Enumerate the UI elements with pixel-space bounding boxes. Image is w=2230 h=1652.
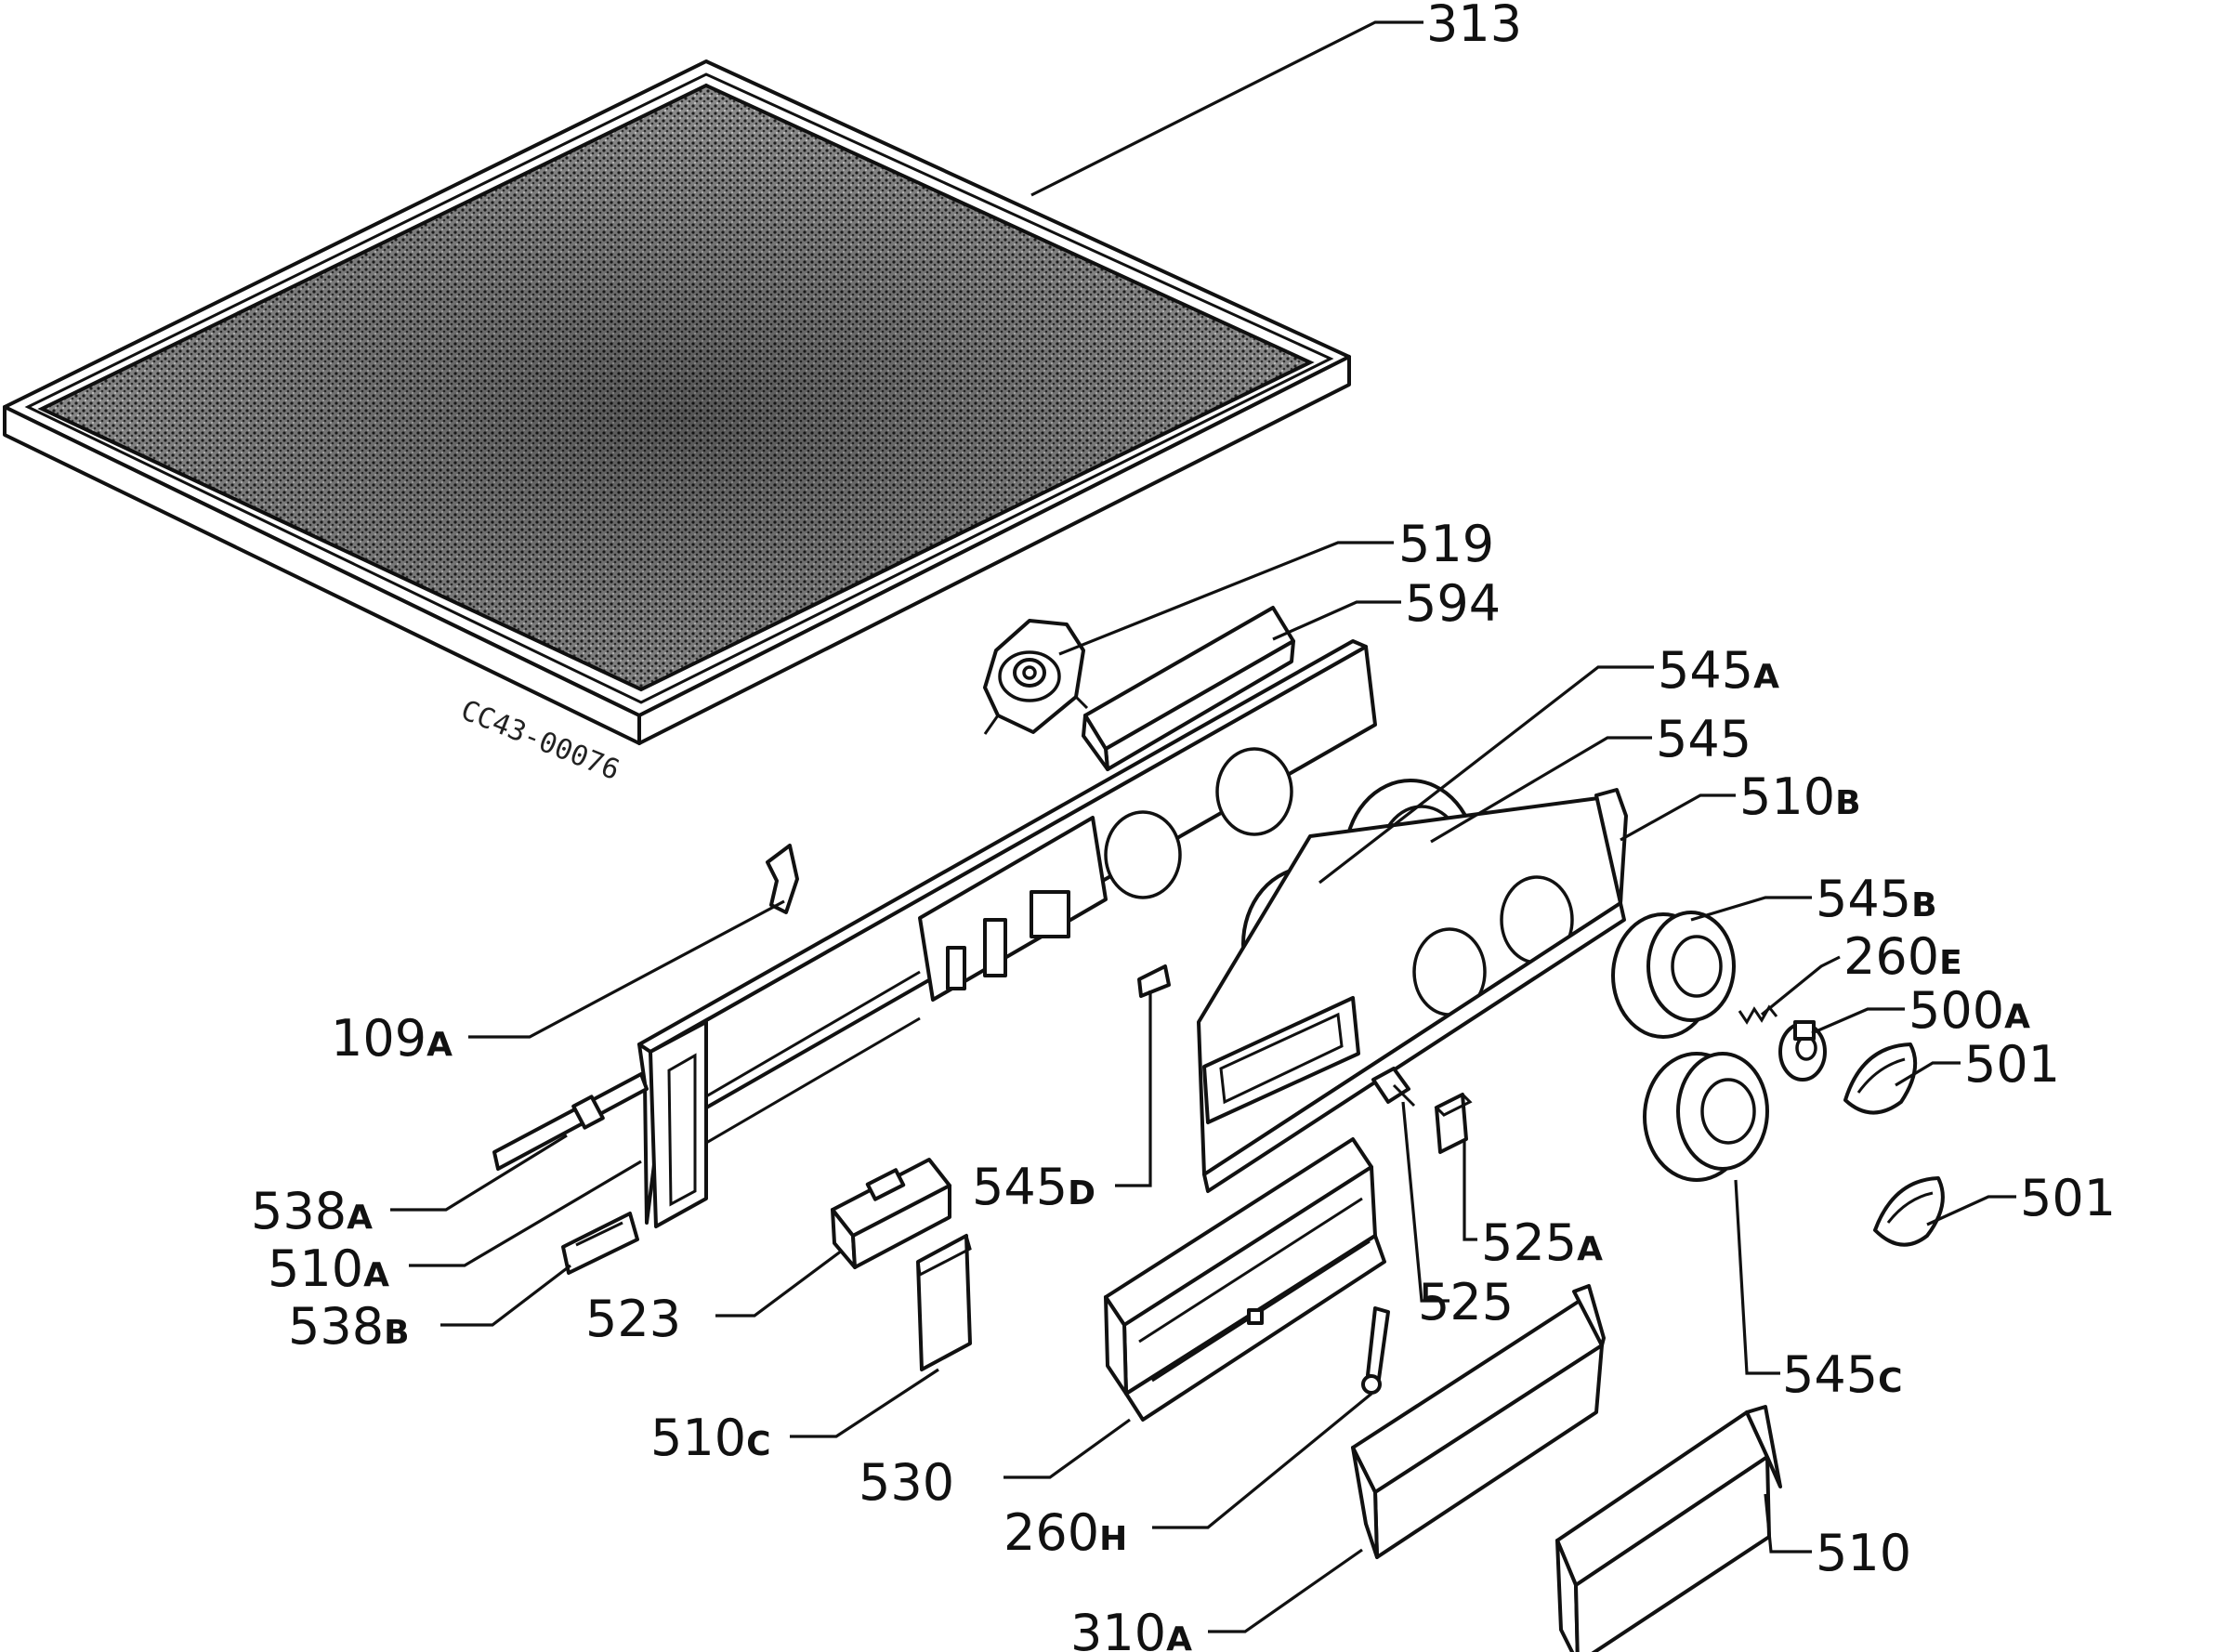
label-501-upper: 501 — [1964, 1035, 2060, 1094]
label-545A: 545A — [1658, 641, 1779, 700]
part-labels: 313 519 594 545A 545 510B 545B 260E 500A… — [251, 0, 2116, 1652]
label-501-lower: 501 — [2020, 1169, 2116, 1227]
knob-ring-545C — [1643, 1052, 1769, 1182]
light-flap-310A — [1351, 1284, 1606, 1559]
insert-500A — [1778, 1020, 1827, 1082]
leader-545B — [1690, 896, 1812, 922]
control-housing-510A — [637, 639, 1377, 1228]
facia-panel-510B — [1197, 788, 1628, 1193]
label-260H: 260H — [1004, 1503, 1127, 1562]
leader-510C — [790, 1368, 939, 1438]
label-313: 313 — [1426, 0, 1522, 53]
leader-519 — [1058, 541, 1394, 656]
leader-545C — [1734, 1179, 1780, 1375]
leader-525 — [1401, 1101, 1450, 1303]
label-545B: 545B — [1816, 870, 1937, 928]
label-594: 594 — [1405, 574, 1501, 633]
leader-538A — [390, 1134, 568, 1212]
label-538A: 538A — [251, 1182, 373, 1240]
knob-501-lower — [1873, 1176, 1945, 1247]
label-510B: 510B — [1739, 767, 1861, 826]
label-545D: 545D — [972, 1158, 1095, 1216]
leader-109A — [468, 899, 785, 1039]
leader-501b — [1926, 1195, 2016, 1226]
knob-ring-545B — [1611, 911, 1736, 1039]
leader-538B — [440, 1264, 571, 1327]
capacitor-525A — [1434, 1093, 1473, 1154]
label-545C: 545C — [1782, 1345, 1903, 1404]
leader-260H — [1152, 1392, 1373, 1529]
label-500A: 500A — [1909, 981, 2030, 1040]
rod-538A — [492, 1072, 649, 1171]
leader-523 — [715, 1249, 843, 1318]
light-cover-594 — [1082, 606, 1295, 771]
switch-538B — [561, 1212, 639, 1275]
leader-260E — [1760, 955, 1841, 1016]
lamp-housing-530 — [1104, 1137, 1386, 1422]
label-510A: 510A — [268, 1239, 389, 1298]
knob-501-upper — [1843, 1042, 1918, 1115]
leader-500A — [1811, 1007, 1905, 1035]
leader-310A — [1208, 1548, 1363, 1633]
leader-594 — [1272, 600, 1401, 641]
label-523: 523 — [585, 1290, 681, 1348]
label-545: 545 — [1656, 710, 1751, 768]
leader-530 — [1004, 1418, 1131, 1479]
label-525A: 525A — [1481, 1213, 1603, 1272]
leader-501a — [1895, 1061, 1961, 1087]
bulb-260H — [1361, 1306, 1390, 1395]
leader-lines — [390, 20, 2016, 1633]
label-260E: 260E — [1843, 927, 1962, 986]
label-519: 519 — [1398, 515, 1494, 573]
filter-panel-313 — [3, 59, 1351, 745]
leader-510A — [409, 1160, 642, 1267]
tab-545D — [1137, 964, 1171, 998]
switch-523 — [831, 1158, 951, 1269]
clip-109A — [766, 844, 799, 914]
label-310A: 310A — [1070, 1604, 1192, 1652]
bottom-panel-510 — [1555, 1405, 1782, 1652]
label-510: 510 — [1816, 1524, 1911, 1582]
leader-510B — [1620, 793, 1736, 842]
leader-313 — [1030, 20, 1423, 197]
leader-545 — [1430, 736, 1652, 844]
bracket-519 — [983, 619, 1089, 735]
leader-545D — [1115, 990, 1152, 1187]
spring-260E — [1738, 1004, 1778, 1025]
cover-510C — [916, 1233, 972, 1371]
leader-510 — [1764, 1493, 1812, 1554]
label-109A: 109A — [331, 1009, 453, 1068]
leader-525A — [1463, 1139, 1477, 1241]
lamp-holder-525 — [1371, 1067, 1416, 1108]
label-510C: 510C — [650, 1409, 771, 1467]
label-538B: 538B — [288, 1297, 410, 1356]
label-525: 525 — [1418, 1273, 1514, 1331]
label-530: 530 — [859, 1453, 954, 1512]
leader-545A — [1318, 665, 1654, 885]
